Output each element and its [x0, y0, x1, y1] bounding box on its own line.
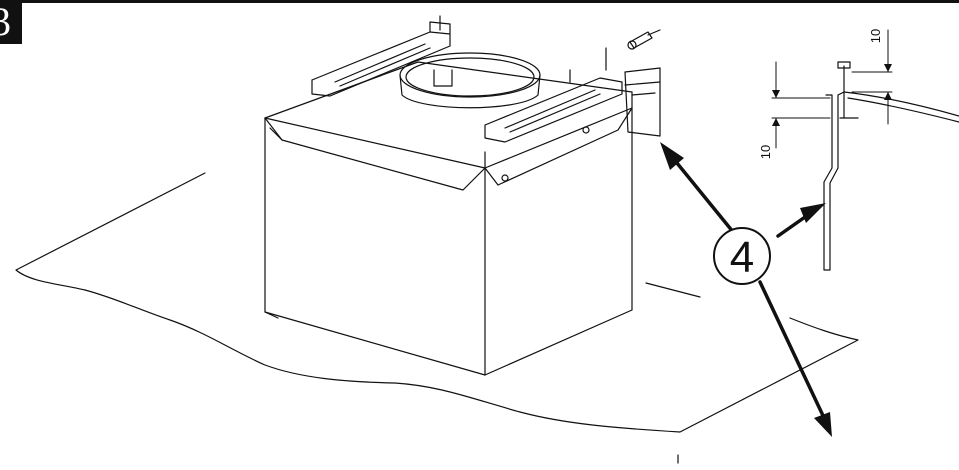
bracket-fold [624, 81, 661, 86]
rail-right-slot-2 [509, 93, 601, 133]
bracket-outline [624, 67, 661, 137]
arrowhead-top-1 [884, 64, 892, 72]
arrowhead-down [814, 412, 832, 437]
box-bottom-gap [264, 311, 279, 319]
dimension-label-side: 10 [758, 145, 773, 159]
callout-arrows [666, 150, 828, 424]
duct-collar [399, 52, 541, 109]
box-outline [264, 117, 486, 376]
detail-panel-line [843, 91, 959, 117]
step-number-label: 3 [0, 0, 11, 44]
box-right-face [484, 107, 633, 376]
callout-circle [713, 227, 771, 285]
screw-side [582, 126, 590, 134]
collar-tab [433, 69, 453, 87]
plug-body [629, 31, 653, 49]
rail-left-slot [334, 43, 426, 83]
dimension-label-top: 10 [868, 29, 883, 43]
arrow-to-bracket [666, 150, 740, 240]
callout-arrowheads [660, 142, 832, 437]
collar-top-rim [399, 52, 541, 98]
arrow-down [758, 280, 828, 424]
arrowhead-side-2 [772, 118, 780, 126]
panel-edge-short [645, 282, 701, 298]
collar-body [399, 74, 541, 109]
detail-bracket [823, 61, 959, 271]
arrowhead-bracket [660, 142, 684, 170]
hood-box [264, 61, 633, 376]
left-mounting-rail [311, 15, 451, 97]
right-mounting-rail [484, 47, 623, 143]
callout-number: 4 [730, 233, 754, 282]
detail-bolt-head [837, 61, 851, 69]
side-bracket [624, 67, 661, 137]
step-number-badge: 3 [0, 0, 22, 44]
rail-right-outline [484, 77, 623, 143]
box-bevel-seam [269, 127, 283, 141]
rail-right-slot [504, 89, 596, 129]
box-bevel-right [484, 107, 633, 186]
arrowhead-detail [800, 203, 826, 223]
screw-front [501, 174, 509, 182]
detail-panel-line-2 [847, 97, 959, 123]
arrowhead-side-1 [772, 90, 780, 98]
collar-inner-rim [405, 57, 535, 97]
arrowhead-top-2 [884, 92, 892, 100]
rail-left-slot-2 [339, 47, 431, 87]
box-bevel-left [264, 117, 486, 191]
dimension-arrowheads [772, 64, 892, 126]
bracket-fold-2 [631, 92, 656, 96]
ceiling-panel-outline [15, 172, 859, 433]
screw-shaft [647, 29, 661, 36]
plug-head [627, 40, 637, 50]
detail-bracket-profile [823, 91, 845, 271]
box-top-edge [264, 61, 633, 119]
dimension-lines [771, 29, 893, 149]
screw-and-plug [627, 29, 661, 50]
